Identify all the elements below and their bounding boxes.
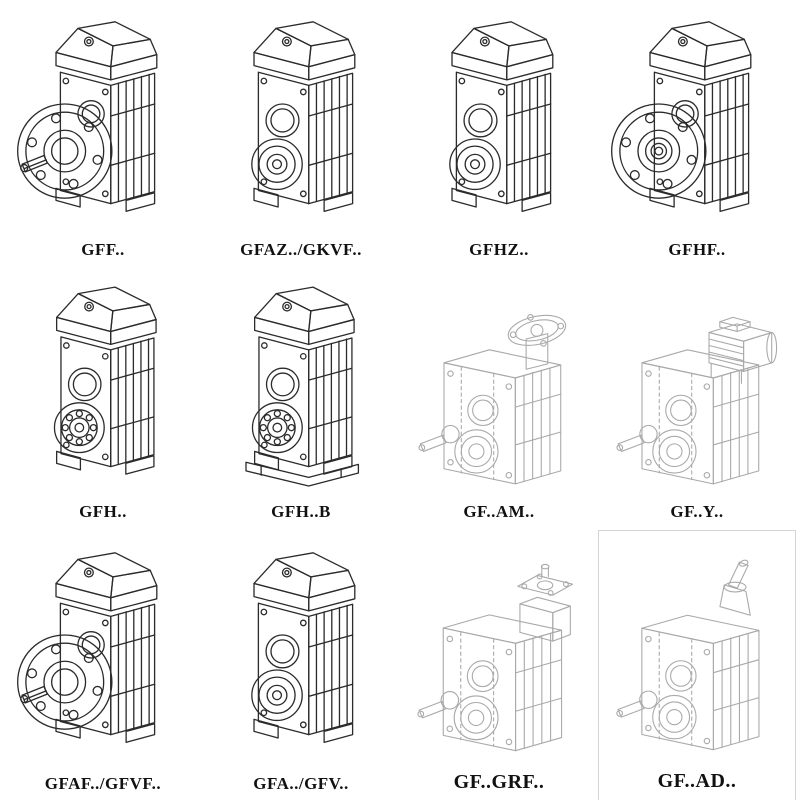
model-label: GFH..B (271, 502, 331, 521)
model-cell-gfh-b: GFH..B (202, 268, 400, 530)
gearbox-hollow-shaft-drawing (6, 272, 200, 499)
gearbox-flange-shaft-drawing (6, 534, 200, 771)
gearbox-hollow-shaft-baseplate-drawing (204, 272, 398, 499)
gearbox-line-art-icon (610, 21, 752, 212)
gearbox-line-art-icon (417, 563, 573, 752)
gearbox-flange-shaft-drawing (6, 6, 200, 237)
gearbox-input-flange-drawing (402, 272, 596, 499)
model-label: GFH.. (79, 502, 127, 521)
gearbox-line-art-icon (616, 316, 777, 485)
model-label: GFF.. (81, 240, 125, 259)
gearbox-line-art-icon (616, 558, 760, 751)
model-cell-gfh: GFH.. (4, 268, 202, 530)
model-cell-gf-ad: GF..AD.. (598, 530, 796, 800)
gearbox-line-art-icon (53, 286, 157, 475)
model-label: GF..GRF.. (453, 771, 545, 793)
gearbox-line-art-icon (251, 21, 356, 212)
model-label: GFHZ.. (469, 240, 529, 259)
gearbox-adapter-box-drawing (402, 534, 596, 768)
model-cell-gf-am: GF..AM.. (400, 268, 598, 530)
gearbox-line-art-icon (251, 552, 356, 743)
model-label: GFAF../GFVF.. (44, 774, 162, 793)
model-cell-gff: GFF.. (4, 2, 202, 268)
gearbox-line-art-icon (16, 552, 158, 743)
model-cell-gfaf-gfvf: GFAF../GFVF.. (4, 530, 202, 800)
model-cell-gfa-gfv: GFA../GFV.. (202, 530, 400, 800)
gearbox-bore-front-drawing (402, 6, 596, 237)
gearbox-bore-front-drawing (204, 6, 398, 237)
gearbox-flange-hollow-drawing (600, 6, 794, 237)
model-label: GFHF.. (668, 240, 726, 259)
model-cell-gfaz-gkvf: GFAZ../GKVF.. (202, 2, 400, 268)
gearbox-line-art-icon (418, 310, 569, 485)
model-cell-gf-y: GF..Y.. (598, 268, 796, 530)
model-label: GF..Y.. (670, 502, 724, 521)
gearbox-bore-front-drawing (204, 534, 398, 771)
model-label: GF..AM.. (463, 502, 535, 521)
model-label: GFAZ../GKVF.. (240, 240, 362, 259)
gearbox-with-motor-drawing (600, 272, 794, 499)
model-label: GFA../GFV.. (253, 774, 349, 793)
gearbox-adapter-shaft-drawing (601, 535, 793, 767)
gearbox-line-art-icon (449, 21, 554, 212)
gearbox-line-art-icon (16, 21, 158, 212)
model-cell-gf-grf: GF..GRF.. (400, 530, 598, 800)
model-cell-gfhf: GFHF.. (598, 2, 796, 268)
model-cell-gfhz: GFHZ.. (400, 2, 598, 268)
gearbox-line-art-icon (245, 286, 359, 487)
model-label: GF..AD.. (657, 770, 737, 792)
